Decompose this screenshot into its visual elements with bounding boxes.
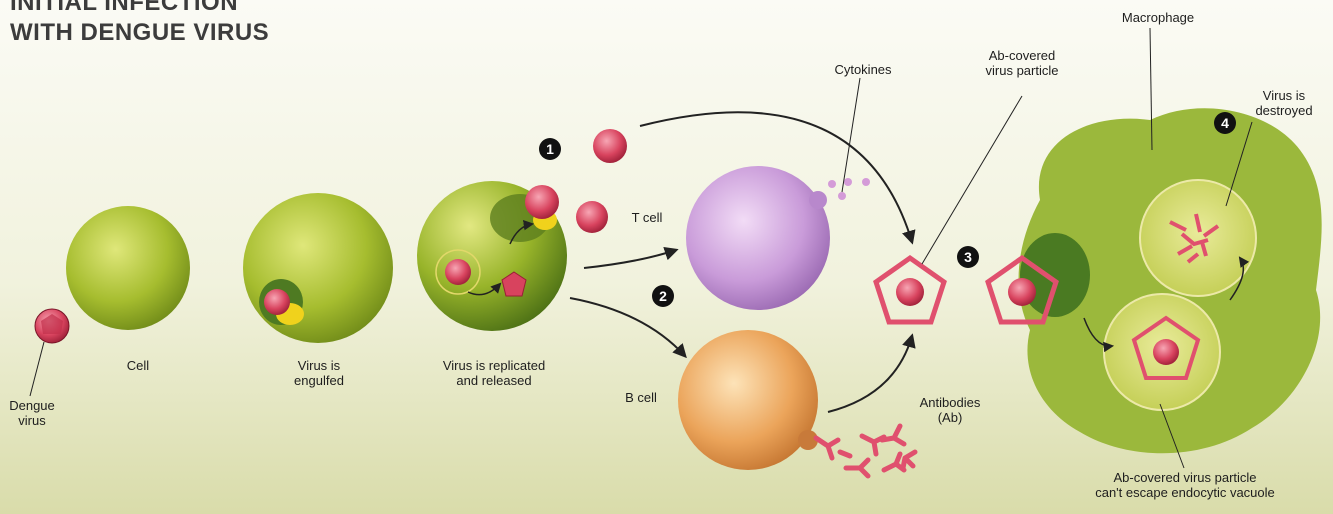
cell-label: Cell [118, 358, 158, 373]
diagram-title: INITIAL INFECTION WITH DENGUE VIRUS [10, 0, 269, 48]
antibodies-label: Antibodies (Ab) [900, 395, 1000, 425]
step-2-badge: 2 [652, 285, 674, 307]
macrophage [1019, 108, 1322, 453]
virus-replicated-label: Virus is replicated and released [420, 358, 568, 388]
ab-covered-virus-particle [876, 258, 944, 322]
engulfing-cell [243, 193, 393, 343]
virus-destroyed-label: Virus is destroyed [1238, 88, 1330, 118]
cytokines-label: Cytokines [818, 62, 908, 77]
vacuole-note-label: Ab-covered virus particle can't escape e… [1060, 470, 1310, 500]
macrophage-label: Macrophage [1110, 10, 1206, 25]
step-3-badge: 3 [957, 246, 979, 268]
step-1-badge: 1 [539, 138, 561, 160]
ab-covered-particle-label: Ab-covered virus particle [972, 48, 1072, 78]
cytokines-leader [842, 78, 860, 192]
step-4-badge: 4 [1214, 112, 1236, 134]
arrow-to-t-cell [584, 250, 676, 268]
dengue-virus-particle [35, 309, 69, 343]
b-cell-label: B cell [618, 390, 664, 405]
b-cell [678, 330, 818, 470]
antibody-molecules [816, 426, 915, 476]
t-cell-label: T cell [624, 210, 670, 225]
dengue-virus-label: Dengue virus [8, 398, 56, 428]
dengue-virus-leader [30, 342, 44, 396]
virus-engulfed-label: Virus is engulfed [276, 358, 362, 388]
arrow-to-b-cell [570, 298, 685, 356]
ab-particle-leader [922, 96, 1022, 264]
host-cell [66, 206, 190, 330]
